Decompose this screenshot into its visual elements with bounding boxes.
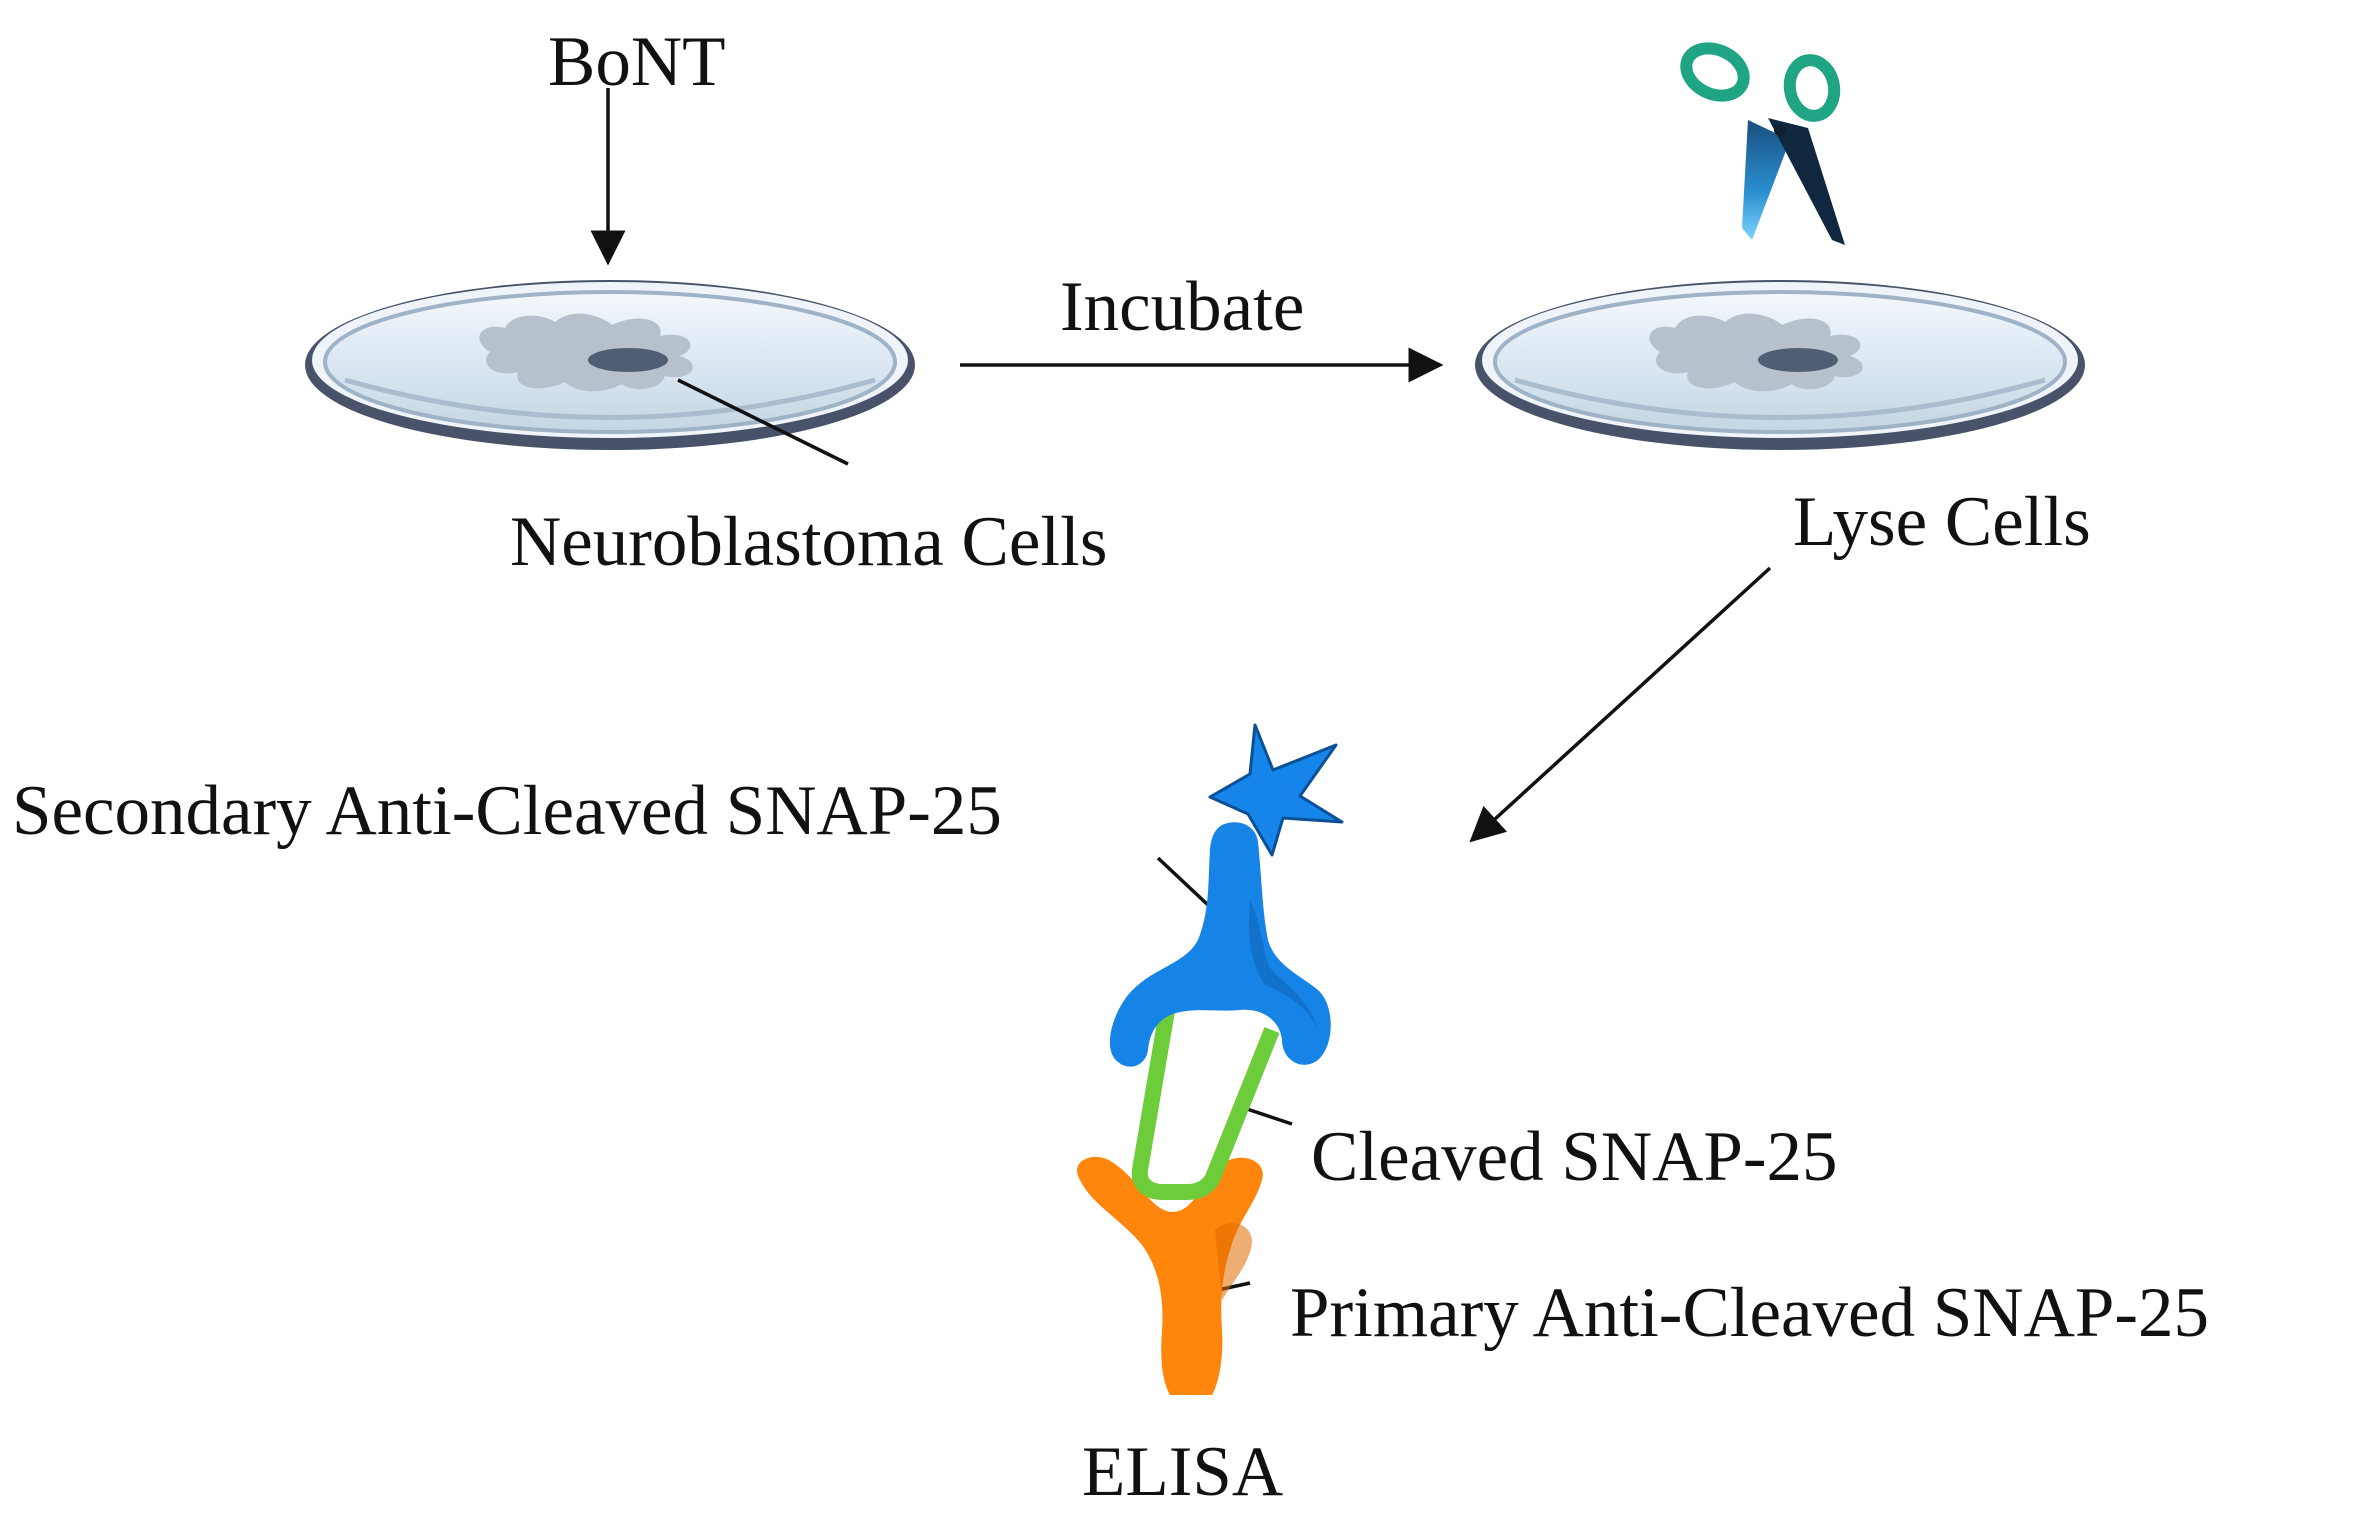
incubate-label: Incubate — [1060, 268, 1304, 346]
primary-antibody — [1077, 1156, 1263, 1395]
neuroblastoma-label: Neuroblastoma Cells — [510, 503, 1107, 581]
cell-icon — [479, 313, 693, 392]
antibody-icon — [1077, 1156, 1263, 1395]
scissors-icon — [1680, 42, 1845, 245]
cleaved-snap25-label: Cleaved SNAP-25 — [1311, 1118, 1838, 1196]
lyse-cells-label: Lyse Cells — [1793, 483, 2091, 561]
cell-icon — [1649, 313, 1863, 392]
star-label-icon — [1208, 723, 1344, 857]
neuroblastoma-leader-line — [677, 378, 849, 466]
secondary-antibody — [1109, 822, 1331, 1067]
primary-antibody-label: Primary Anti-Cleaved SNAP-25 — [1290, 1274, 2209, 1352]
bont-label: BoNT — [548, 23, 726, 101]
petri-dish-right — [1475, 280, 2085, 450]
elisa-label: ELISA — [1082, 1433, 1283, 1511]
elisa-sandwich — [1077, 723, 1344, 1395]
secondary-antibody-label: Secondary Anti-Cleaved SNAP-25 — [12, 772, 1002, 850]
lyse-arrow — [1469, 566, 1772, 843]
petri-dish-left — [305, 280, 915, 450]
antibody-icon — [1109, 822, 1331, 1067]
cleaved-snap25 — [1131, 1003, 1280, 1200]
cleaved-leader-line — [1243, 1106, 1293, 1126]
snap25-peptide-icon — [1131, 1003, 1280, 1200]
petri-dish-icon — [305, 280, 915, 450]
